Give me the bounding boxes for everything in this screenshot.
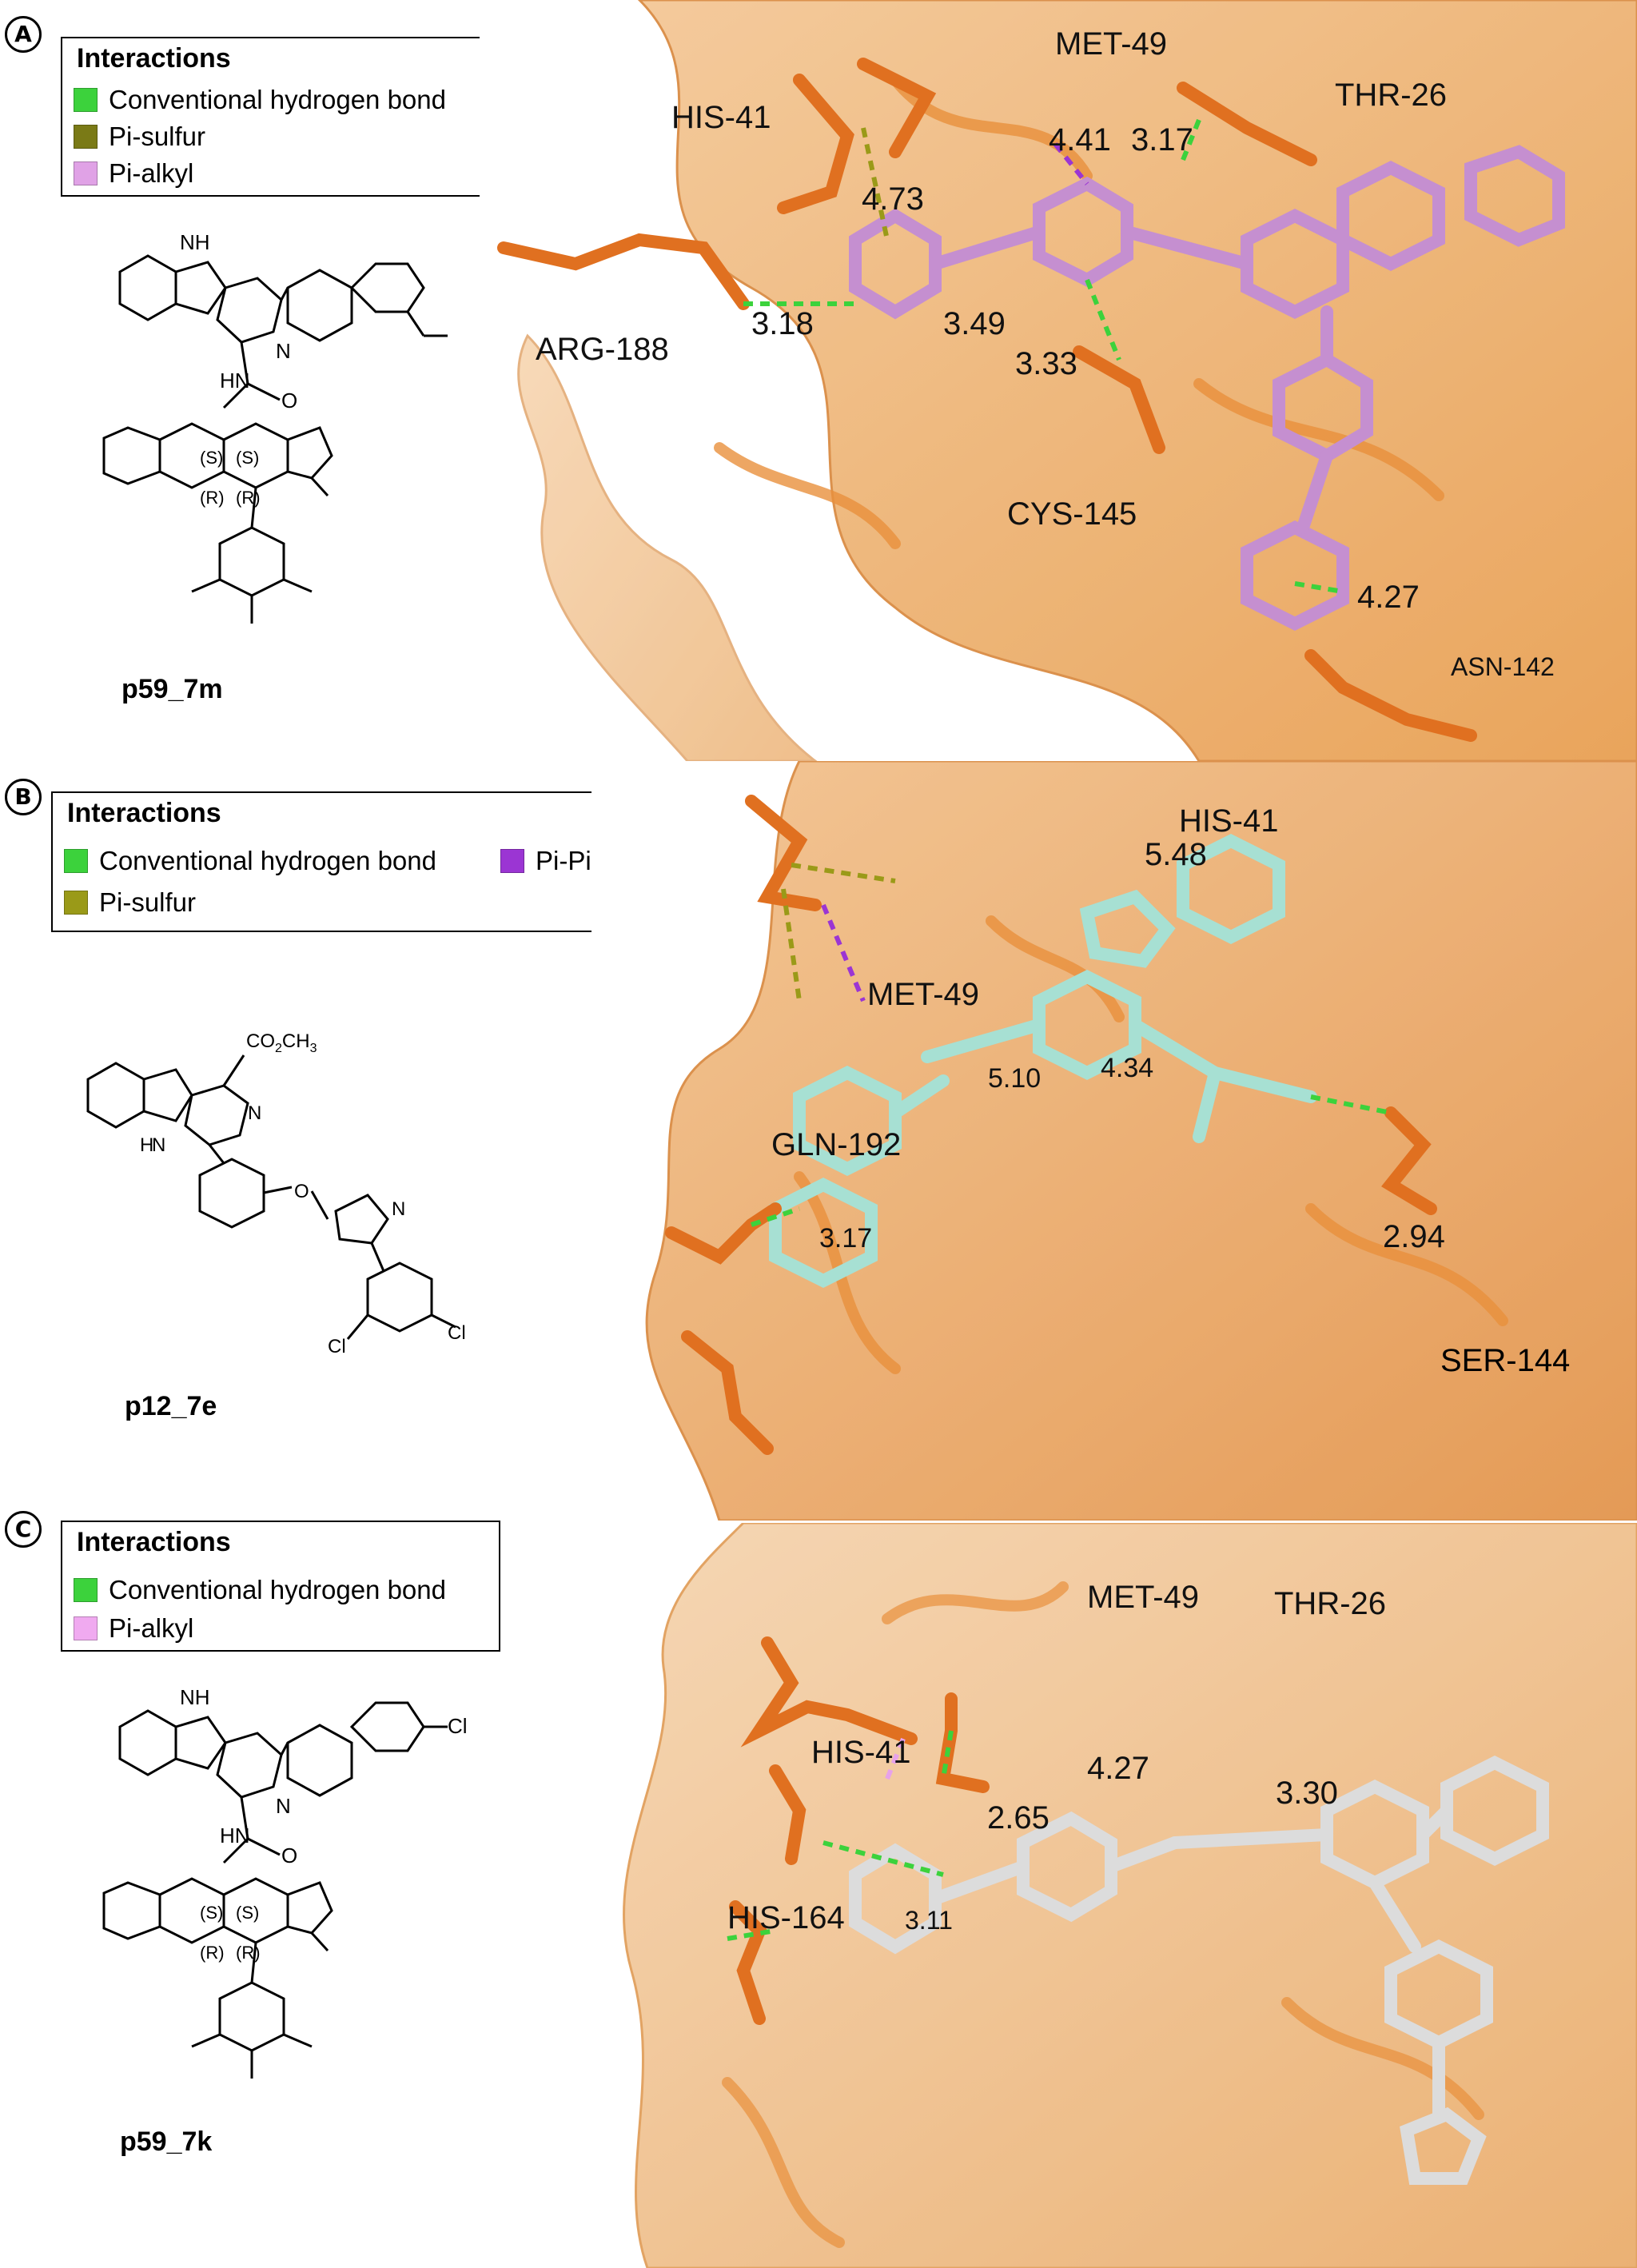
atom-label-cl: Cl — [328, 1336, 346, 1357]
atom-label-r: (R) — [200, 1943, 225, 1963]
swatch-hbond — [74, 88, 98, 112]
label-thr-26: THR-26 — [1335, 78, 1447, 113]
legend-item-pi-alkyl: Pi-alkyl — [74, 1613, 193, 1644]
atom-label-s2: (S) — [236, 448, 259, 468]
atom-label-s: (S) — [200, 1903, 223, 1923]
atom-label-n: N — [276, 339, 291, 363]
atom-label-r2: (R) — [236, 1943, 261, 1963]
legend-title: Interactions — [77, 43, 231, 74]
label-ser-144-b: SER-144 — [1440, 1343, 1571, 1378]
atom-label-n: N — [276, 1794, 291, 1818]
dist-2-94: 2.94 — [1383, 1219, 1445, 1254]
dist-4-34: 4.34 — [1101, 1053, 1153, 1083]
atom-label-n2: N — [248, 1102, 261, 1124]
panel-c-letter: C — [5, 1511, 42, 1548]
panel-c-compound-name: p59_7k — [120, 2126, 213, 2157]
panel-a-compound-name: p59_7m — [121, 674, 223, 704]
atom-label-h: H — [140, 1134, 153, 1156]
dist-4-27: 4.27 — [1357, 580, 1420, 615]
legend-item-hbond: Conventional hydrogen bond — [64, 846, 436, 876]
label-cys-145: CYS-145 — [1007, 496, 1137, 532]
atom-label-r: (R) — [200, 488, 225, 508]
panel-c-legend: Interactions Conventional hydrogen bond … — [61, 1521, 500, 1652]
swatch-pi-pi — [500, 849, 524, 873]
legend-title: Interactions — [67, 798, 221, 828]
atom-label-nh: NH — [180, 230, 210, 254]
panel-a-docking-view: MET-49 HIS-41 THR-26 ARG-188 CYS-145 ASN… — [480, 0, 1637, 761]
dist-3-18: 3.18 — [751, 306, 814, 341]
atom-label-o: O — [281, 389, 297, 413]
legend-item-hbond: Conventional hydrogen bond — [74, 1575, 446, 1605]
atom-label-s: (S) — [200, 448, 223, 468]
dist-5-48: 5.48 — [1145, 837, 1207, 872]
dist-4-41: 4.41 — [1049, 122, 1111, 157]
label-his-164: HIS-164 — [727, 1900, 845, 1935]
label-met-49: MET-49 — [867, 977, 979, 1012]
legend-item-pi-alkyl: Pi-alkyl — [74, 158, 193, 189]
atom-label-co2: CO2CH3 — [246, 1030, 317, 1055]
dist-2-65: 2.65 — [987, 1800, 1050, 1836]
panel-b-compound-name: p12_7e — [125, 1391, 217, 1421]
atom-label-hn: HN — [220, 1824, 250, 1847]
label-met-49: MET-49 — [1087, 1580, 1199, 1615]
swatch-pi-alkyl — [74, 161, 98, 185]
panel-b-docking-view: HIS-41 MET-49 GLN-192 SER-144 5.48 5.10 … — [591, 761, 1637, 1521]
atom-label-n: N — [152, 1134, 165, 1156]
atom-label-o: O — [294, 1181, 309, 1202]
panel-c-docking-view: MET-49 THR-26 HIS-41 HIS-164 4.27 2.65 3… — [568, 1523, 1637, 2268]
swatch-pi-sulfur — [74, 125, 98, 149]
legend-title: Interactions — [77, 1527, 231, 1557]
legend-item-pi-sulfur: Pi-sulfur — [74, 122, 205, 152]
swatch-hbond — [64, 849, 88, 873]
dist-3-11: 3.11 — [905, 1906, 953, 1935]
atom-label-cl: Cl — [448, 1714, 468, 1738]
legend-item-hbond: Conventional hydrogen bond — [74, 85, 446, 115]
label-met-49: MET-49 — [1055, 26, 1167, 62]
label-thr-26: THR-26 — [1274, 1586, 1386, 1621]
panel-a-legend: Interactions Conventional hydrogen bond … — [61, 37, 492, 197]
panel-b-letter: B — [5, 779, 42, 815]
panel-c-structure: NH N HN O Cl (S) (S) (R) (R) — [102, 1685, 468, 2079]
label-his-41: HIS-41 — [1179, 803, 1279, 839]
dist-5-10: 5.10 — [988, 1063, 1041, 1094]
atom-label-s2: (S) — [236, 1903, 259, 1923]
dist-4-73: 4.73 — [862, 181, 924, 217]
atom-label-n3: N — [392, 1198, 405, 1220]
panel-a-structure: NH N HN O (S) (S) (R) (R) — [102, 230, 448, 624]
label-arg-188: ARG-188 — [536, 332, 669, 367]
atom-label-o: O — [281, 1843, 297, 1867]
legend-item-pi-sulfur: Pi-sulfur — [64, 887, 196, 918]
label-gln-192: GLN-192 — [771, 1127, 901, 1162]
swatch-pi-alkyl — [74, 1616, 98, 1640]
swatch-pi-sulfur — [64, 891, 88, 915]
label-his-41: HIS-41 — [671, 100, 771, 135]
dist-3-17: 3.17 — [819, 1223, 872, 1254]
panel-a-letter: A — [5, 16, 42, 53]
dist-3-17: 3.17 — [1131, 122, 1193, 157]
atom-label-cl2: Cl — [448, 1322, 466, 1344]
panel-b-structure: CO2CH3 H N N O N Cl Cl — [86, 1030, 466, 1357]
atom-label-hn: HN — [220, 369, 250, 393]
swatch-hbond — [74, 1578, 98, 1602]
dist-3-33: 3.33 — [1015, 346, 1077, 381]
dist-3-49: 3.49 — [943, 306, 1006, 341]
label-his-41: HIS-41 — [811, 1735, 911, 1770]
atom-label-r2: (R) — [236, 488, 261, 508]
dist-3-30: 3.30 — [1276, 1776, 1338, 1811]
atom-label-nh: NH — [180, 1685, 210, 1709]
dist-4-27: 4.27 — [1087, 1751, 1149, 1786]
label-asn-142: ASN-142 — [1451, 652, 1555, 681]
